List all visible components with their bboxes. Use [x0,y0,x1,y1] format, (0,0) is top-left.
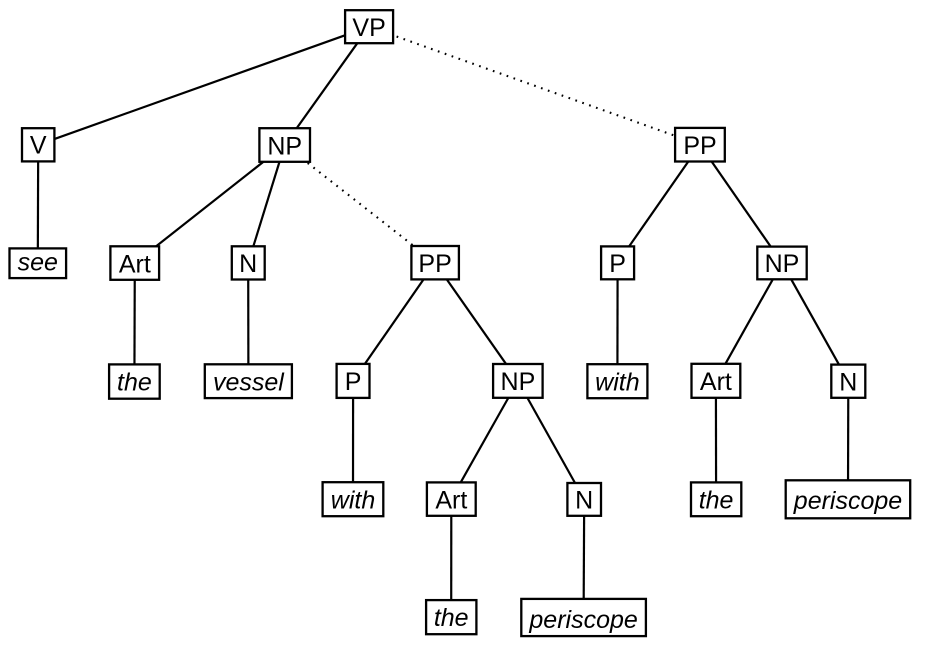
svg-text:N: N [575,487,593,515]
svg-text:Art: Art [435,486,467,514]
svg-text:NP: NP [765,250,800,278]
svg-text:with: with [595,368,639,396]
svg-text:PP: PP [683,132,716,160]
svg-text:with: with [331,486,375,514]
svg-text:NP: NP [501,368,536,396]
svg-text:the: the [434,604,469,632]
svg-text:N: N [839,368,857,396]
svg-text:V: V [30,132,47,160]
svg-text:VP: VP [352,14,385,42]
svg-text:Art: Art [119,250,151,278]
svg-text:P: P [345,368,362,396]
svg-text:periscope: periscope [793,487,902,515]
svg-text:P: P [609,250,626,278]
svg-text:the: the [699,487,734,515]
svg-text:see: see [18,249,58,277]
svg-text:PP: PP [418,250,451,278]
svg-text:N: N [239,250,257,278]
svg-text:vessel: vessel [213,369,285,397]
svg-text:periscope: periscope [528,606,637,634]
svg-text:Art: Art [700,368,732,396]
svg-text:NP: NP [267,132,302,160]
svg-text:the: the [117,369,152,397]
